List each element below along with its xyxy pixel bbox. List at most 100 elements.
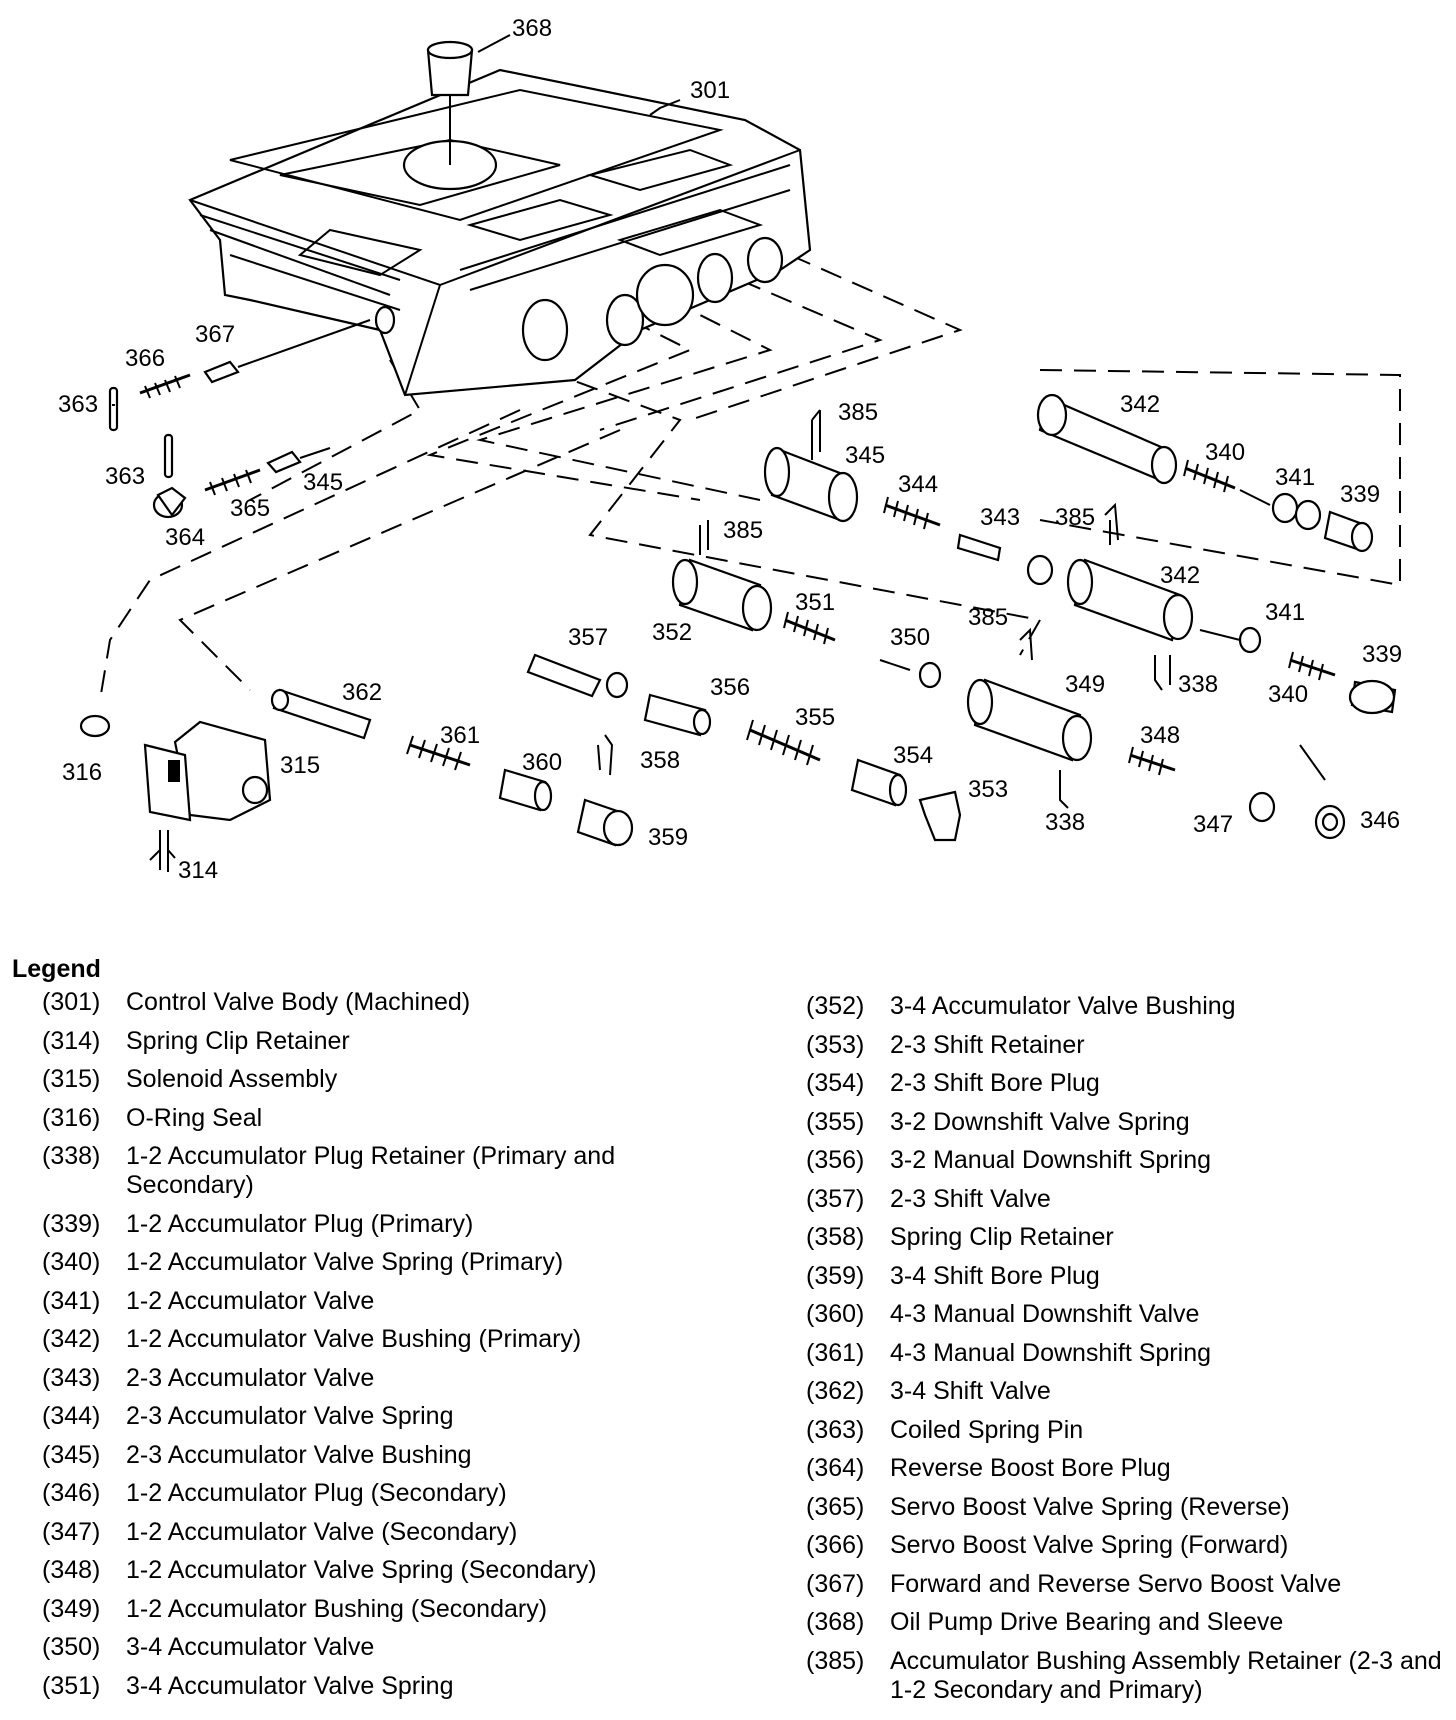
legend-item-number: (385) <box>806 1646 865 1675</box>
legend-item: (344)2-3 Accumulator Valve Spring <box>42 1402 722 1431</box>
legend-item-description: O-Ring Seal <box>126 1103 263 1132</box>
legend-item-number: (315) <box>42 1065 101 1093</box>
accumulator-row-middle <box>671 520 1346 840</box>
callout-366: 366 <box>125 345 165 372</box>
legend-item-description: 3-2 Downshift Valve Spring <box>890 1107 1190 1136</box>
legend-item-number: (354) <box>806 1069 865 1097</box>
callout-340: 340 <box>1268 681 1308 708</box>
legend-item-description: 1-2 Accumulator Valve <box>126 1286 375 1315</box>
legend-item: (385)Accumulator Bushing Assembly Retain… <box>806 1647 1446 1705</box>
legend-item-description: Reverse Boost Bore Plug <box>890 1454 1171 1482</box>
legend-item-number: (357) <box>806 1184 865 1213</box>
callout-385: 385 <box>838 399 878 426</box>
legend-item: (368)Oil Pump Drive Bearing and Sleeve <box>806 1608 1446 1637</box>
legend-item-number: (338) <box>42 1142 101 1170</box>
legend-item: (362) 3-4 Shift Valve <box>806 1377 1446 1406</box>
callout-338: 338 <box>1045 809 1085 836</box>
legend-title: Legend <box>12 955 101 983</box>
legend-item: (357) 2-3 Shift Valve <box>806 1185 1446 1214</box>
control-valve-body <box>188 68 812 397</box>
legend-item: (366)Servo Boost Valve Spring (Forward) <box>806 1531 1446 1560</box>
legend-item-description: 1-2 Accumulator Bushing (Secondary) <box>126 1594 548 1623</box>
primary-accumulator-group <box>1036 393 1374 553</box>
callout-359: 359 <box>648 824 688 851</box>
legend-item-number: (366) <box>806 1531 865 1559</box>
legend-item-description: 1-2 Accumulator Valve Spring (Secondary) <box>126 1556 597 1584</box>
legend-item: (351)3-4 Accumulator Valve Spring <box>42 1672 722 1701</box>
legend-item: (363)Coiled Spring Pin <box>806 1416 1446 1445</box>
callout-346: 346 <box>1360 807 1400 834</box>
legend-item-number: (355) <box>806 1107 865 1136</box>
callout-349: 349 <box>1065 671 1105 698</box>
assembly-paths <box>99 254 1401 701</box>
oil-pump-drive-bearing-sleeve <box>426 40 474 165</box>
legend-item: (340) 1-2 Accumulator Valve Spring (Prima… <box>42 1248 722 1277</box>
legend-item-description: 2-3 Shift Retainer <box>890 1030 1085 1059</box>
callout-348: 348 <box>1140 722 1180 749</box>
legend-item-description: 3-4 Shift Valve <box>890 1377 1051 1405</box>
callout-339: 339 <box>1362 641 1402 668</box>
legend-item: (358)Spring Clip Retainer <box>806 1223 1446 1252</box>
callout-339: 339 <box>1340 481 1380 508</box>
legend-item-number: (340) <box>42 1248 101 1276</box>
legend-item-description: 2-3 Accumulator Valve <box>126 1363 375 1392</box>
legend-item-number: (352) <box>806 992 865 1020</box>
legend-item-number: (365) <box>806 1492 865 1521</box>
callout-357: 357 <box>568 624 608 651</box>
legend-item-description: 1-2 Accumulator Valve (Secondary) <box>126 1517 518 1546</box>
legend-left-column: (301)Control Valve Body (Machined)(314)S… <box>42 988 722 1710</box>
legend-item-number: (350) <box>42 1633 101 1661</box>
legend-item-description: 1-2 Accumulator Plug Retainer (Primary a… <box>126 1142 616 1199</box>
legend-item-description: 3-4 Accumulator Valve Bushing <box>890 992 1236 1020</box>
legend-item: (364) Reverse Boost Bore Plug <box>806 1454 1446 1483</box>
legend-item-number: (362) <box>806 1377 865 1405</box>
callout-labels: 368 301 367 366 363 363 365 345 364 342 … <box>58 15 1402 884</box>
callout-367: 367 <box>195 321 235 348</box>
legend-item-description: Solenoid Assembly <box>126 1065 338 1093</box>
legend-item: (348)1-2 Accumulator Valve Spring (Secon… <box>42 1556 722 1585</box>
legend-item: (341) 1-2 Accumulator Valve <box>42 1287 722 1316</box>
callout-363: 363 <box>58 391 98 418</box>
callout-343: 343 <box>980 504 1020 531</box>
callout-356: 356 <box>710 674 750 701</box>
callout-342: 342 <box>1160 562 1200 589</box>
legend-item-description: 3-4 Accumulator Valve <box>126 1633 375 1661</box>
legend-item: (347)1-2 Accumulator Valve (Secondary) <box>42 1518 722 1547</box>
callout-301: 301 <box>690 77 730 104</box>
callout-385: 385 <box>1055 504 1095 531</box>
legend-item: (314)Spring Clip Retainer <box>42 1027 722 1056</box>
legend-item-number: (341) <box>42 1286 101 1315</box>
legend-item-number: (353) <box>806 1030 865 1059</box>
legend-item-number: (339) <box>42 1209 101 1238</box>
legend-item-description: 2-3 Shift Bore Plug <box>890 1069 1100 1097</box>
callout-347: 347 <box>1193 811 1233 838</box>
legend-item-number: (342) <box>42 1325 101 1353</box>
legend-item: (345)2-3 Accumulator Valve Bushing <box>42 1441 722 1470</box>
callout-385: 385 <box>968 604 1008 631</box>
callout-342: 342 <box>1120 391 1160 418</box>
legend-item-number: (364) <box>806 1454 865 1482</box>
legend-item: (353) 2-3 Shift Retainer <box>806 1031 1446 1060</box>
legend-item: (365)Servo Boost Valve Spring (Reverse) <box>806 1493 1446 1522</box>
callout-338: 338 <box>1178 671 1218 698</box>
legend-item-description: 3-4 Shift Bore Plug <box>890 1261 1100 1290</box>
legend-item: (316)O-Ring Seal <box>42 1104 722 1133</box>
legend-item-description: 4-3 Manual Downshift Valve <box>890 1300 1200 1328</box>
legend-item: (367)Forward and Reverse Servo Boost Val… <box>806 1570 1446 1599</box>
legend-item: (355) 3-2 Downshift Valve Spring <box>806 1108 1446 1137</box>
callout-353: 353 <box>968 776 1008 803</box>
legend-item-number: (360) <box>806 1300 865 1328</box>
callout-358: 358 <box>640 747 680 774</box>
legend-item-number: (356) <box>806 1146 865 1174</box>
callout-351: 351 <box>795 589 835 616</box>
legend-item-description: 2-3 Shift Valve <box>890 1184 1051 1213</box>
legend-item-description: 4-3 Manual Downshift Spring <box>890 1338 1211 1367</box>
legend-item: (349) 1-2 Accumulator Bushing (Secondary) <box>42 1595 722 1624</box>
legend-item-number: (349) <box>42 1594 101 1623</box>
legend-item-description: 1-2 Accumulator Valve Spring (Primary) <box>126 1248 564 1276</box>
legend-item-description: Spring Clip Retainer <box>890 1223 1114 1251</box>
legend-item-number: (345) <box>42 1440 101 1469</box>
callout-365: 365 <box>230 495 270 522</box>
callout-362: 362 <box>342 679 382 706</box>
legend-item-description: 1-2 Accumulator Plug (Primary) <box>126 1209 474 1238</box>
